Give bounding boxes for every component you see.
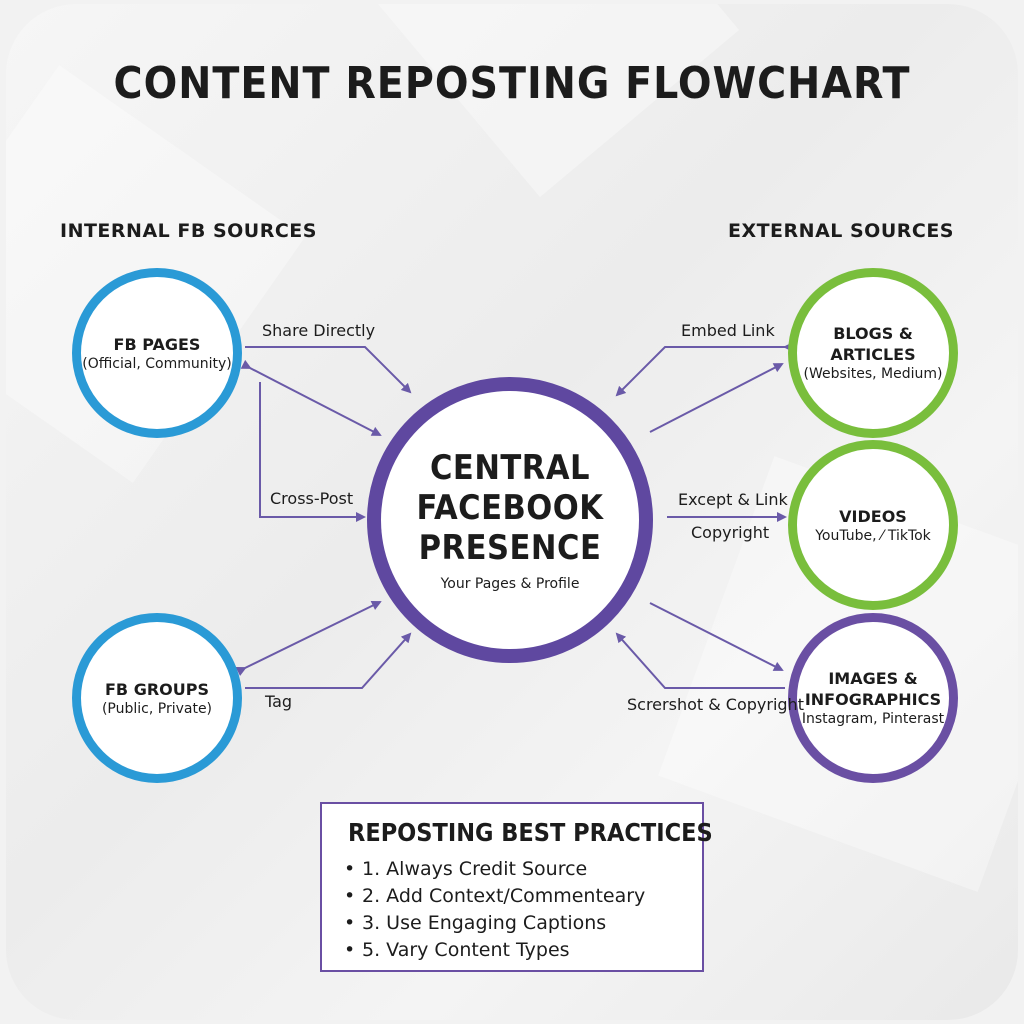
- page-title: CONTENT REPOSTING FLOWCHART: [113, 58, 911, 109]
- edge-label-embed-link: Embed Link: [681, 321, 775, 340]
- internal-sources-heading: INTERNAL FB SOURCES: [60, 220, 317, 242]
- node-sublabel: (Official, Community): [82, 355, 232, 372]
- node-label: VIDEOS: [839, 506, 907, 526]
- arrow-pages-to-center: [240, 359, 382, 436]
- edge-label-copyright: Copyright: [691, 523, 770, 542]
- list-item: •5. Vary Content Types: [344, 939, 570, 961]
- node-label: BLOGS & ARTICLES: [830, 324, 916, 364]
- best-practices-title: REPOSTING BEST PRACTICES: [348, 818, 713, 847]
- center-title-line-2: FACEBOOK: [416, 488, 604, 528]
- list-item: •2. Add Context/Commenteary: [344, 885, 646, 907]
- arrow-center-to-blogs: [649, 363, 784, 433]
- arrow-embed-link: [615, 342, 793, 397]
- list-item-text: 2. Add Context/Commenteary: [362, 885, 646, 907]
- node-label-line-1: IMAGES &: [828, 669, 918, 688]
- node-sublabel: (Websites, Medium): [803, 366, 943, 382]
- node-label: FB GROUPS: [105, 679, 209, 699]
- node-label: FB PAGES: [113, 334, 201, 354]
- node-fb-groups: FB GROUPS (Public, Private): [72, 613, 242, 783]
- center-subtitle: Your Pages & Profile: [440, 576, 580, 592]
- external-sources-heading: EXTERNAL SOURCES: [727, 220, 954, 242]
- node-label-line-2: INFOGRAPHICS: [804, 690, 942, 709]
- node-sublabel: YouTube, ⁄ TikTok: [815, 527, 931, 544]
- arrow-groups-to-center: [235, 601, 382, 677]
- arrow-share-directly: [245, 346, 412, 394]
- node-blogs-articles: BLOGS & ARTICLES (Websites, Medium): [788, 268, 958, 438]
- list-item-text: 3. Use Engaging Captions: [362, 912, 607, 934]
- center-title-line-3: PRESENCE: [418, 528, 602, 568]
- node-sublabel: (Public, Private): [101, 700, 213, 717]
- edge-label-screenshot-copyright: Scrershot & Copyright: [627, 695, 804, 714]
- arrow-cross-post: [259, 382, 366, 522]
- list-item-text: 1. Always Credit Source: [362, 858, 588, 880]
- best-practices-box: REPOSTING BEST PRACTICES •1. Always Cred…: [320, 802, 713, 972]
- best-practices-list: •1. Always Credit Source •2. Add Context…: [344, 856, 645, 964]
- edge-label-cross-post: Cross-Post: [270, 489, 354, 508]
- arrow-center-to-images: [649, 602, 784, 671]
- list-item-text: 5. Vary Content Types: [362, 939, 570, 961]
- edge-label-tag: Tag: [265, 692, 293, 711]
- list-item: •3. Use Engaging Captions: [344, 912, 607, 934]
- edge-label-except-link: Except & Link: [678, 490, 788, 509]
- arrow-screenshot-copyright: [615, 632, 785, 689]
- node-sublabel: Instagram, Pinterast: [801, 711, 945, 727]
- center-title-line-1: CENTRAL: [429, 448, 591, 488]
- edge-label-share-directly: Share Directly: [262, 321, 376, 340]
- node-images-infographics: IMAGES & INFOGRAPHICS Instagram, Pintera…: [788, 613, 958, 783]
- node-central-facebook-presence: CENTRAL FACEBOOK PRESENCE Your Pages & P…: [367, 377, 653, 663]
- node-fb-pages: FB PAGES (Official, Community): [72, 268, 242, 438]
- list-item: •1. Always Credit Source: [344, 858, 588, 880]
- node-videos: VIDEOS YouTube, ⁄ TikTok: [788, 440, 958, 610]
- arrow-tag: [245, 632, 412, 689]
